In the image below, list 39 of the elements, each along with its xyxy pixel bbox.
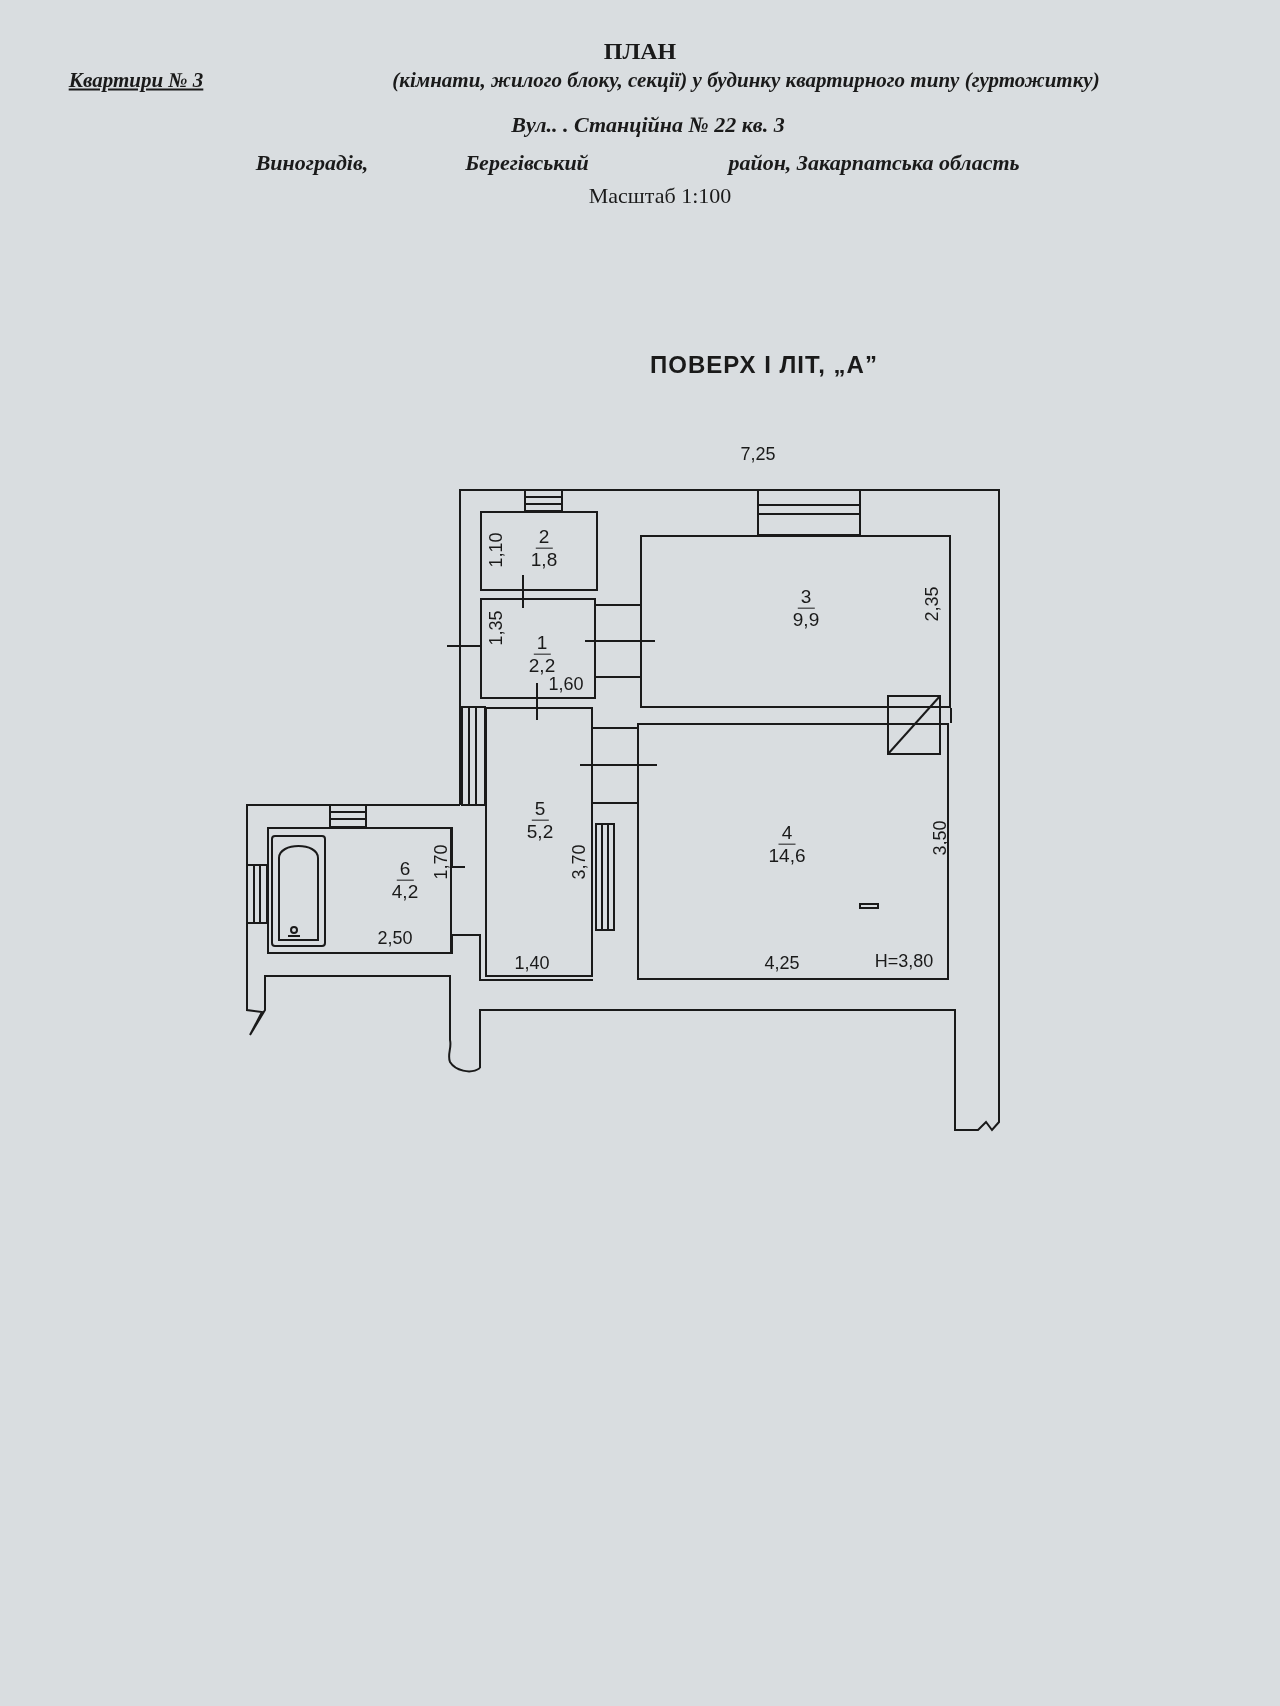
room-outline	[637, 723, 949, 980]
room-outline	[485, 707, 593, 977]
dimension-label: 1,10	[487, 532, 505, 568]
heading-text: район, Закарпатська область	[728, 150, 1020, 176]
dimension-label: 7,25	[740, 445, 776, 463]
room-outline	[640, 535, 951, 708]
floor-title: ПОВЕРХ I ЛІТ, „А”	[650, 351, 878, 379]
dimension-label: 3,50	[931, 820, 949, 856]
room-number: 4	[778, 821, 796, 845]
room-area: 9,9	[792, 608, 820, 631]
dimension-label: 1,40	[514, 954, 550, 972]
room-number: 1	[533, 631, 551, 655]
room-area: 5,2	[526, 820, 554, 843]
room-number: 2	[535, 525, 553, 549]
room-outline	[480, 598, 596, 699]
plan-title: ПЛАН	[602, 38, 678, 65]
heading-text: Виноградів,	[255, 150, 369, 176]
dimension-label: 3,70	[570, 844, 588, 880]
dimension-label: 1,60	[548, 675, 584, 693]
heading-text: (кімнати, жилого блоку, секції) у будинку квартирного типу (гуртожитку)	[392, 67, 1100, 93]
room-area: 2,2	[528, 654, 556, 677]
room-outline	[267, 827, 452, 954]
heading-text: Квартири № 3	[68, 67, 204, 93]
room-number: 5	[531, 797, 549, 821]
room-area: 14,6	[768, 844, 806, 867]
heading-text: Вул.. . Станційна № 22 кв. 3	[511, 112, 785, 138]
room-number: 3	[797, 585, 815, 609]
dimension-label: 2,35	[923, 586, 941, 622]
heading-text: Масштаб 1:100	[588, 183, 732, 209]
room-area: 4,2	[391, 880, 419, 903]
room-outline	[480, 511, 598, 591]
dimension-label: 4,25	[764, 954, 800, 972]
dimension-label: H=3,80	[874, 952, 934, 970]
dimension-label: 1,35	[487, 610, 505, 646]
room-area: 1,8	[530, 548, 558, 571]
room-number: 6	[396, 857, 414, 881]
dimension-label: 1,70	[432, 844, 450, 880]
dimension-label: 2,50	[377, 929, 413, 947]
heading-text: Берегівський	[465, 150, 589, 176]
